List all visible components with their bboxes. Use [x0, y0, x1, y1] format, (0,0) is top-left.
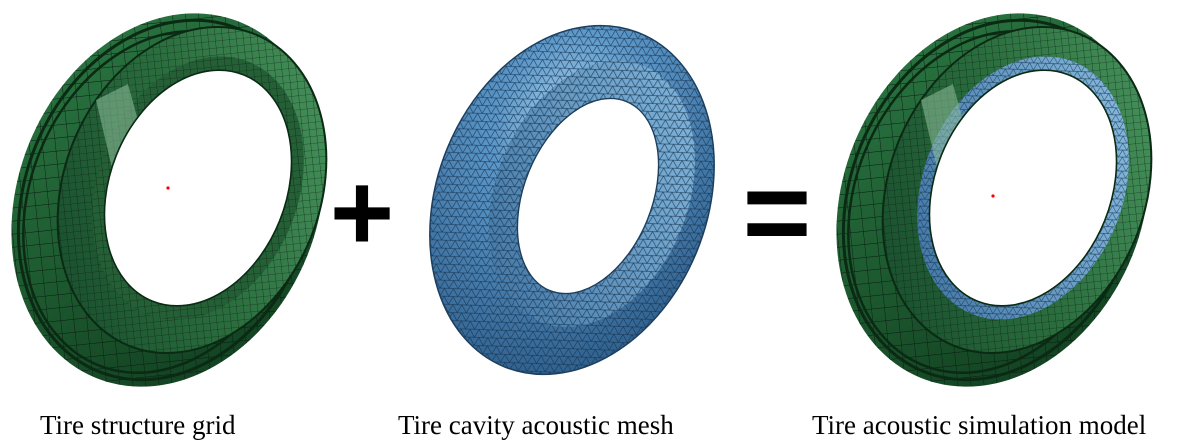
center-marker [991, 194, 995, 198]
caption-tire-acoustic-simulation-model: Tire acoustic simulation model [812, 410, 1147, 440]
caption-tire-cavity-acoustic-mesh: Tire cavity acoustic mesh [398, 410, 674, 440]
center-marker [166, 186, 170, 190]
tire-cavity-acoustic-mesh-image [429, 24, 715, 376]
tire-acoustic-simulation-model-image [836, 13, 1153, 387]
equals-operator: = [742, 147, 812, 279]
plus-operator: + [329, 151, 395, 274]
caption-tire-structure-grid: Tire structure grid [40, 410, 236, 440]
tire-structure-grid-image [11, 13, 328, 387]
